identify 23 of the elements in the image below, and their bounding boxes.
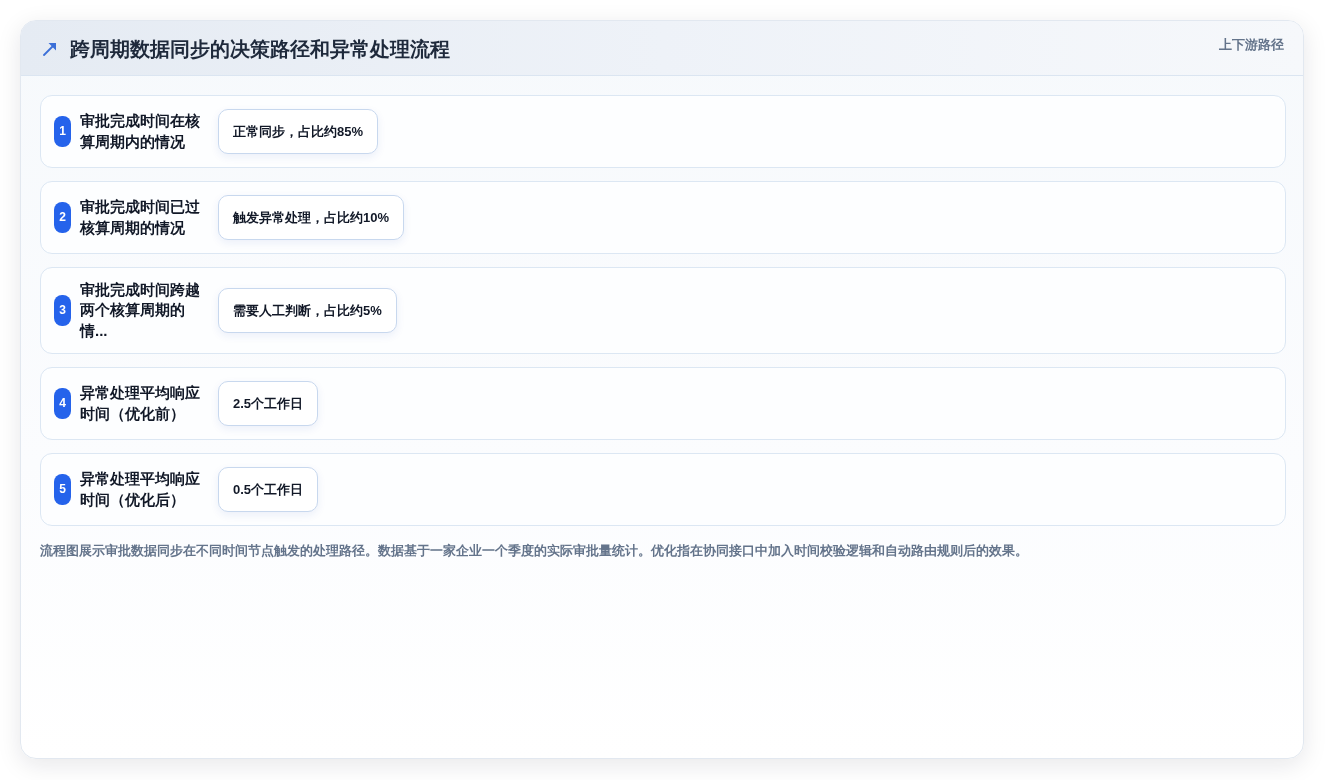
header-label: 上下游路径	[1219, 36, 1284, 54]
value-box: 2.5个工作日	[218, 381, 319, 426]
step-card	[40, 453, 1286, 526]
step-label: 审批完成时间已过核算周期的情况	[80, 197, 201, 238]
step-label: 审批完成时间在核算周期内的情况	[80, 111, 201, 152]
number-badge: 5	[54, 474, 71, 505]
number-badge: 2	[54, 202, 71, 233]
number-badge: 3	[54, 295, 71, 326]
step-label: 异常处理平均响应时间（优化前）	[80, 383, 201, 424]
title: 跨周期数据同步的决策路径和异常处理流程	[70, 37, 450, 62]
number-badge: 1	[54, 116, 71, 147]
step-card	[40, 267, 1286, 354]
step-label: 审批完成时间跨越两个核算周期的情...	[80, 279, 201, 341]
number-badge: 4	[54, 388, 71, 419]
value-box: 0.5个工作日	[218, 467, 319, 512]
value-box: 需要人工判断，占比约5%	[218, 288, 397, 333]
step-card	[40, 181, 1286, 254]
step-card	[40, 367, 1286, 440]
step-card	[40, 95, 1286, 168]
step-label: 异常处理平均响应时间（优化后）	[80, 469, 201, 510]
value-box: 触发异常处理，占比约10%	[218, 195, 405, 240]
caption: 流程图展示审批数据同步在不同时间节点触发的处理路径。数据基于一家企业一个季度的实际审批量统计。优化指在协同接口中加入时间校验逻辑和自动路由规则后的效果。	[40, 542, 1028, 560]
value-box: 正常同步，占比约85%	[218, 109, 379, 154]
